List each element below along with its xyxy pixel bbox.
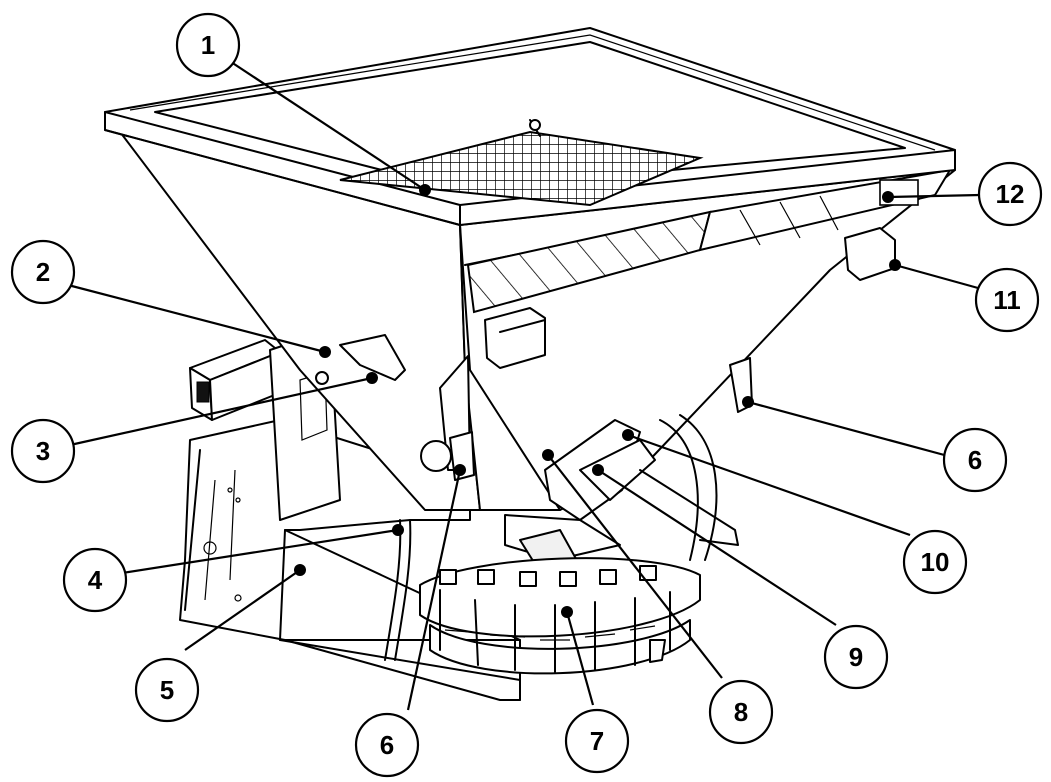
callout-4-label: 4 (88, 565, 103, 595)
leader-7 (565, 611, 595, 706)
leader-6a (406, 469, 462, 711)
callout-2: 2 (10, 239, 76, 305)
callout-11-label: 11 (993, 285, 1021, 315)
callout-6-left: 6 (354, 712, 420, 778)
callout-3-label: 3 (36, 436, 50, 466)
leader-8 (547, 454, 723, 679)
leader-9 (597, 469, 837, 626)
leader-11 (894, 263, 979, 290)
leader-2 (67, 283, 326, 354)
callout-6-right: 6 (942, 427, 1008, 493)
callout-8-label: 8 (734, 697, 748, 727)
hopper-cone (104, 111, 956, 511)
callout-7: 7 (564, 708, 630, 774)
leader-1 (221, 55, 426, 191)
callout-12: 12 (977, 161, 1043, 227)
callout-10-label: 10 (921, 547, 950, 577)
callout-11: 11 (974, 267, 1040, 333)
leader-3 (69, 376, 373, 447)
callout-6-right-label: 6 (968, 445, 982, 475)
hopper-illustration (104, 27, 956, 701)
callout-9-label: 9 (849, 642, 863, 672)
spinner-guard (419, 557, 701, 675)
callout-2-label: 2 (36, 257, 50, 287)
leader-4 (121, 528, 399, 575)
callout-6-left-label: 6 (380, 730, 394, 760)
leader-6b (747, 400, 949, 458)
leader-12 (887, 193, 981, 199)
leader-10 (627, 433, 911, 537)
callout-3: 3 (10, 418, 76, 484)
leader-5 (184, 569, 301, 651)
callout-8: 8 (708, 679, 774, 745)
side-brackets (315, 227, 896, 481)
callout-1-label: 1 (201, 30, 215, 60)
callout-5: 5 (134, 657, 200, 723)
callout-10: 10 (902, 529, 968, 595)
callout-12-label: 12 (996, 179, 1025, 209)
callout-5-label: 5 (160, 675, 174, 705)
callout-9: 9 (823, 624, 889, 690)
callout-7-label: 7 (590, 726, 604, 756)
callout-1: 1 (175, 12, 241, 78)
leader-lines (67, 55, 981, 711)
callouts: 1 2 3 4 5 6 7 8 (10, 12, 1043, 778)
callout-4: 4 (62, 547, 128, 613)
